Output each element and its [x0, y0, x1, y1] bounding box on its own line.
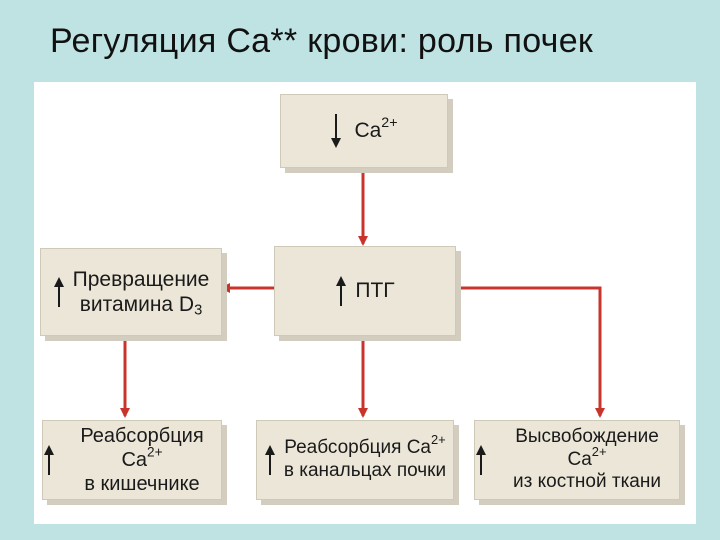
arrow-up-icon [335, 276, 347, 306]
diagram-figure: Ca2+ ПТГ Превращение витамина D3 Реабсор… [34, 82, 696, 524]
bone-box: Высвобождение Ca2+ из костной ткани [474, 420, 680, 500]
vitamin-d-label: Превращение витамина D3 [72, 267, 210, 319]
arrow-up-icon [264, 445, 276, 475]
pth-label: ПТГ [355, 279, 395, 303]
calcium-label: Ca2+ [354, 115, 398, 143]
arrow-up-icon [475, 445, 487, 475]
pth-box: ПТГ [274, 246, 456, 336]
bone-label: Высвобождение Ca2+ из костной ткани [513, 425, 661, 493]
intestine-box: Реабсорбция Ca2+ в кишечнике [42, 420, 222, 500]
connector-arrows [120, 166, 605, 418]
kidney-label: Реабсорбция Ca2+ в канальцах почки [283, 432, 447, 481]
arrow-down-icon [330, 114, 342, 148]
intestine-label: Реабсорбция Ca2+ в кишечнике [80, 425, 204, 495]
arrow-up-icon [53, 277, 65, 307]
arrow-up-icon [43, 445, 55, 475]
slide-title: Регуляция Ca** крови: роль почек [50, 22, 594, 60]
vitamin-d-box: Превращение витамина D3 [40, 248, 222, 336]
calcium-box: Ca2+ [280, 94, 448, 168]
kidney-box: Реабсорбция Ca2+ в канальцах почки [256, 420, 454, 500]
arrow-pth-to-bone [454, 286, 605, 418]
